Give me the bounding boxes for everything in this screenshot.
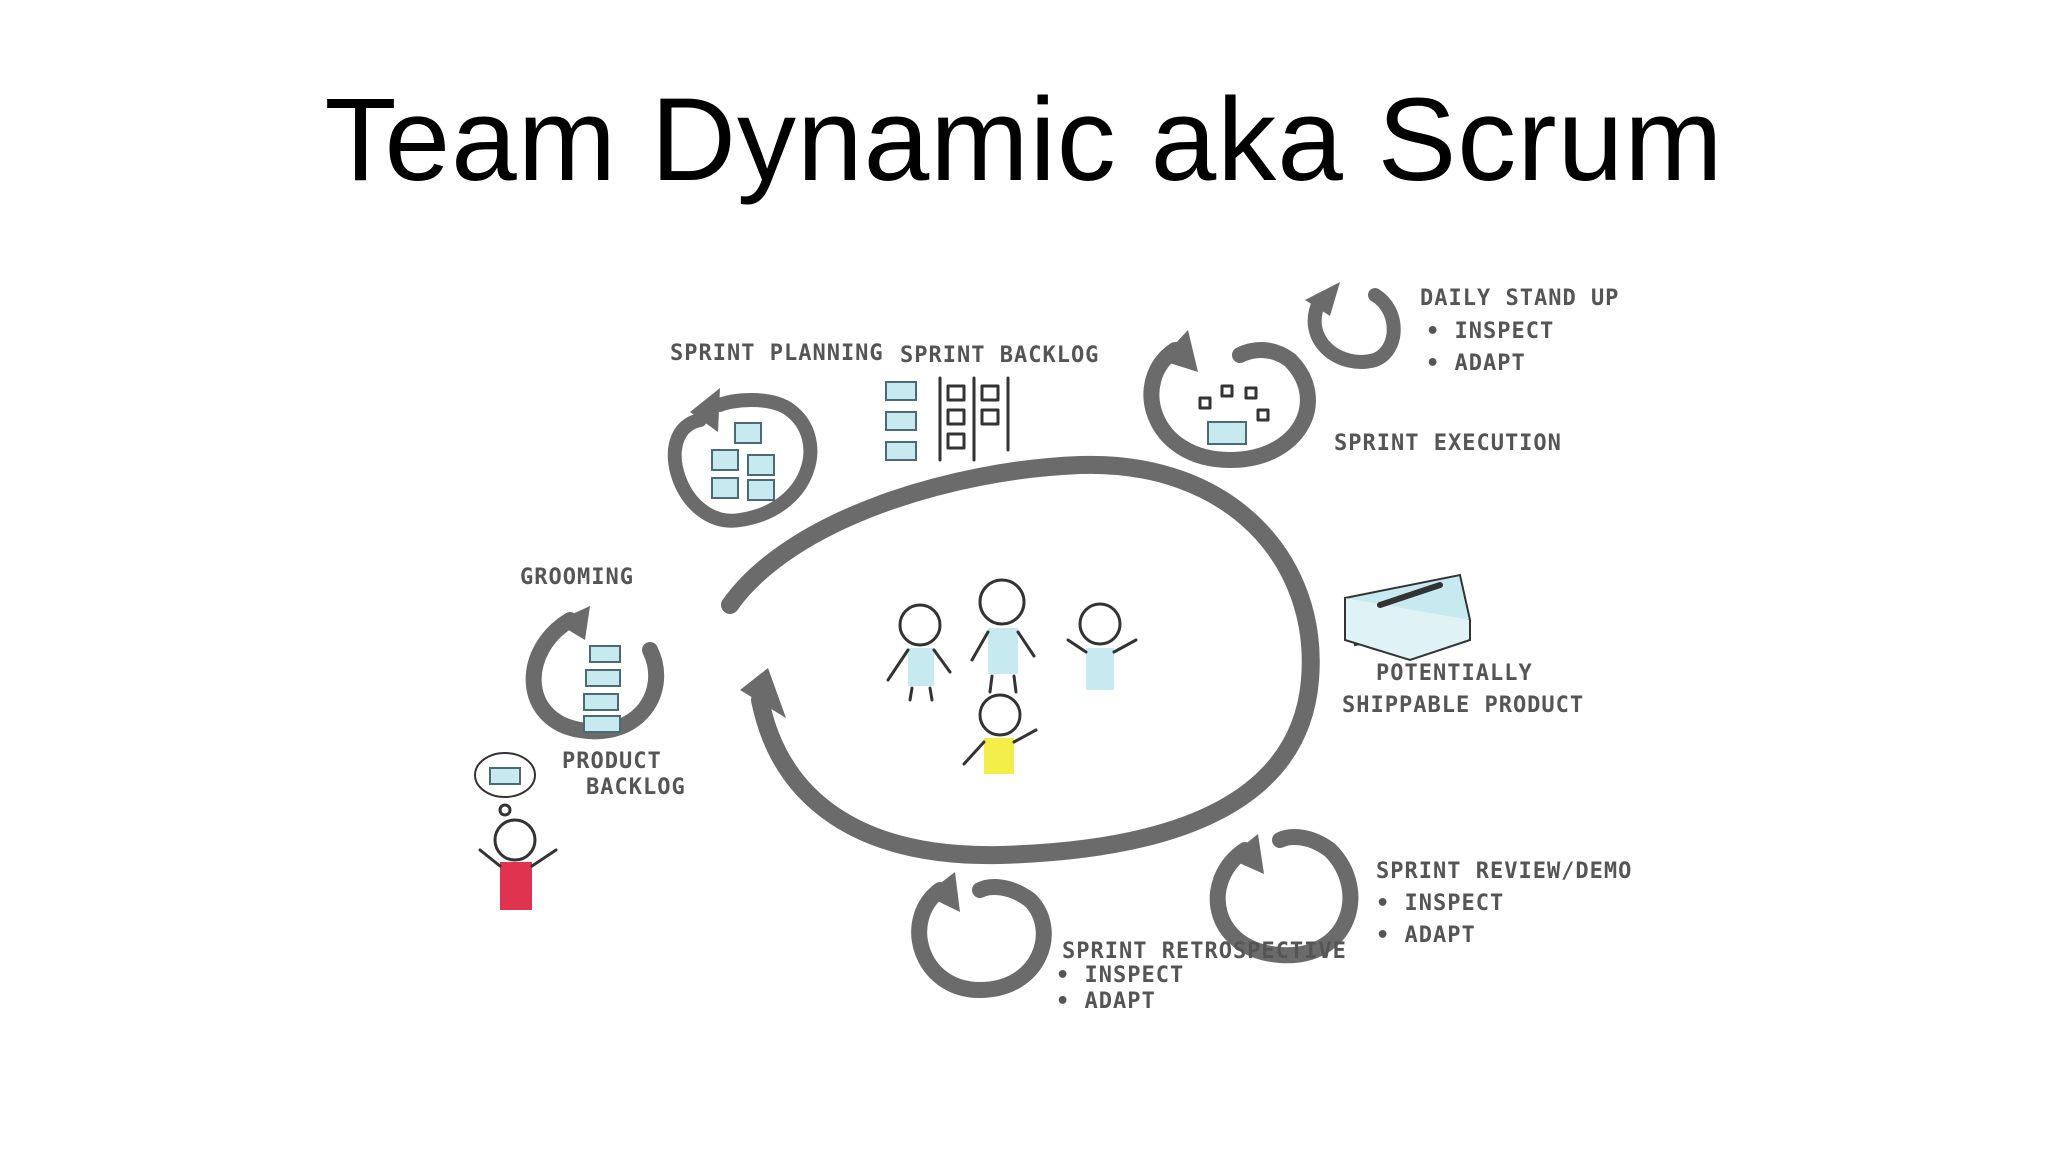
sprint-planning-cycle (667, 388, 818, 528)
potentially-label: POTENTIALLY (1376, 661, 1533, 686)
sprint-retro-inspect: • INSPECT (1056, 963, 1184, 988)
slide-title: Team Dynamic aka Scrum (324, 74, 1724, 206)
sprint-review-adapt: • ADAPT (1376, 923, 1476, 948)
shippable-product-box (1343, 573, 1472, 662)
sprint-retro-adapt: • ADAPT (1056, 989, 1156, 1014)
team-member-2 (970, 578, 1036, 694)
daily-standup-label: DAILY STAND UP (1420, 286, 1619, 311)
sprint-execution-cycle (1143, 330, 1316, 469)
sprint-cycle-arrow (721, 455, 1320, 865)
product-backlog-label-1: PRODUCT (562, 749, 662, 774)
sprint-backlog-label: SPRINT BACKLOG (900, 343, 1099, 368)
daily-standup-cycle (1305, 282, 1401, 369)
product-owner (474, 752, 558, 910)
grooming-cycle (525, 606, 665, 740)
grooming-label: GROOMING (520, 565, 634, 590)
sprint-review-label: SPRINT REVIEW/DEMO (1376, 859, 1632, 884)
shippable-label: SHIPPABLE PRODUCT (1342, 693, 1584, 718)
sprint-backlog-board (885, 376, 1010, 462)
product-backlog-label-2: BACKLOG (586, 775, 686, 800)
sprint-review-cycle (1209, 829, 1359, 964)
sprint-review-inspect: • INSPECT (1376, 891, 1504, 916)
team-member-3 (1066, 602, 1138, 690)
sprint-planning-label: SPRINT PLANNING (670, 341, 884, 366)
daily-standup-inspect: • INSPECT (1426, 319, 1554, 344)
sprint-execution-label: SPRINT EXECUTION (1334, 431, 1562, 456)
daily-standup-adapt: • ADAPT (1426, 351, 1526, 376)
scrum-master (962, 693, 1038, 774)
sprint-retro-label: SPRINT RETROSPECTIVE (1062, 939, 1347, 964)
sprint-retrospective-cycle (911, 872, 1052, 999)
team-member-1 (886, 603, 952, 702)
